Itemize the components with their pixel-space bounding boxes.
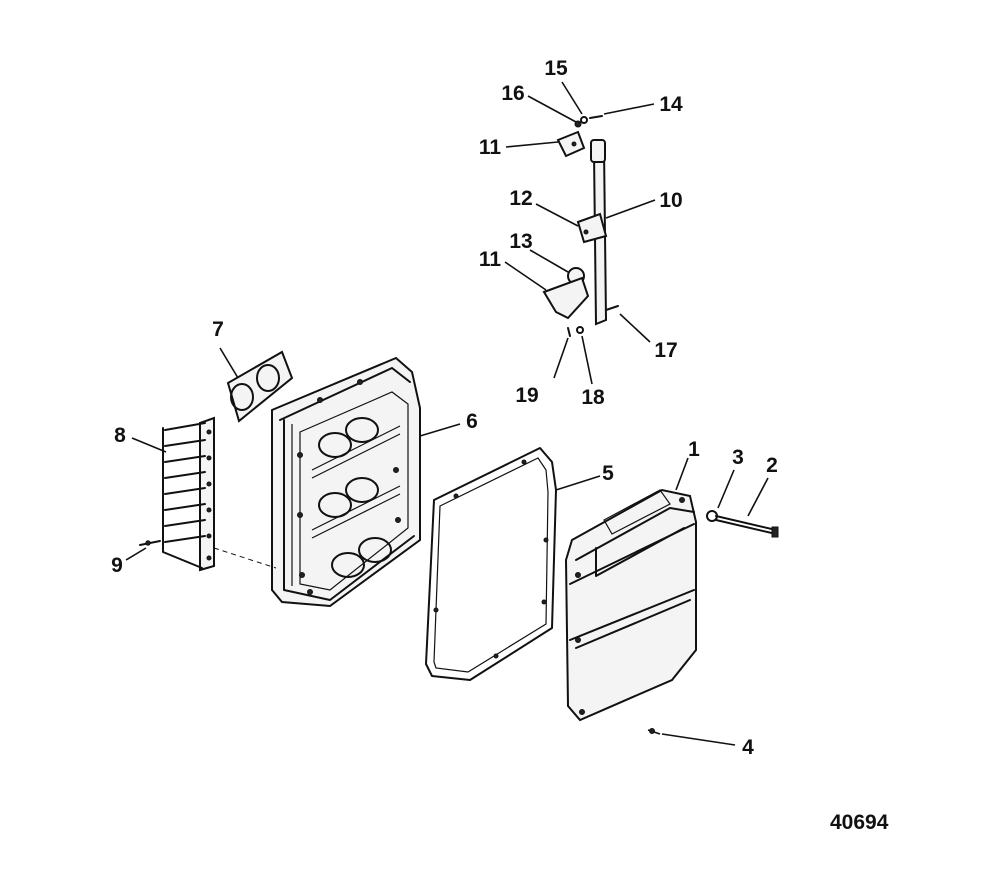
part-1-cover: [564, 488, 697, 722]
callout-15: 15: [544, 57, 568, 80]
part-19-clip: [567, 327, 571, 337]
callout-11-lower: 11: [479, 248, 502, 271]
callout-5: 5: [602, 462, 614, 485]
part-12-clip: [576, 212, 608, 244]
part-7-gasket: [226, 350, 294, 423]
part-16-nut: [574, 120, 582, 128]
callout-10: 10: [659, 189, 682, 212]
callout-12: 12: [509, 187, 532, 210]
part-14-screw: [589, 115, 603, 119]
callout-18: 18: [581, 386, 605, 409]
callout-labels: 1 2 3 4 5 6 7 8 9 10 11 11 12 13 14 15 1…: [111, 57, 778, 759]
callout-14: 14: [659, 93, 683, 116]
callout-2: 2: [766, 454, 778, 477]
figure-number: 40694: [830, 811, 889, 834]
part-18-washer: [576, 326, 584, 334]
part-9-screw: [139, 540, 161, 546]
callout-6: 6: [466, 410, 478, 433]
part-3-washer: [706, 510, 718, 522]
callout-17: 17: [654, 339, 677, 362]
callout-11-upper: 11: [479, 136, 502, 159]
callout-16: 16: [501, 82, 524, 105]
assembly-line-8-6: [213, 547, 277, 569]
part-11-upper-lever: [556, 130, 586, 158]
part-17-pin: [605, 305, 619, 311]
part-2-bolt: [715, 515, 779, 538]
leader-lines: [125, 81, 769, 746]
part-8-reed-block: [162, 416, 215, 572]
callout-7: 7: [212, 318, 224, 341]
part-6-housing: [271, 356, 421, 608]
part-15-washer: [580, 116, 588, 124]
callout-19: 19: [515, 384, 538, 407]
callout-4: 4: [742, 736, 754, 759]
part-4-screw: [647, 728, 661, 735]
callout-1: 1: [688, 438, 700, 461]
callout-8: 8: [114, 424, 126, 447]
callout-13: 13: [509, 230, 532, 253]
callout-3: 3: [732, 446, 744, 469]
part-11-lower-lever: [542, 276, 590, 320]
callout-9: 9: [111, 554, 123, 577]
part-5-gasket: [425, 447, 557, 681]
